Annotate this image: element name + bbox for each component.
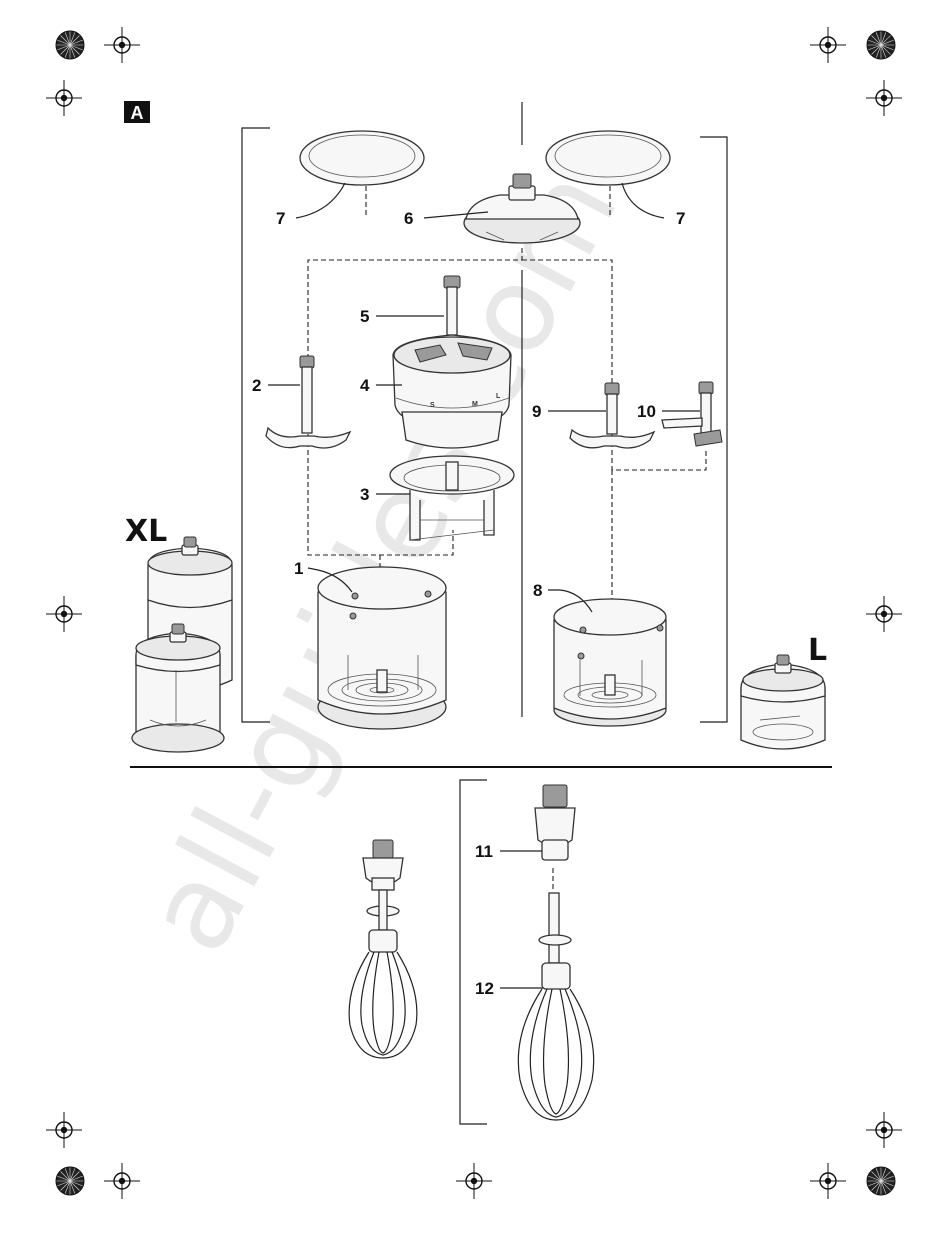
callout-11: 11 — [475, 842, 493, 861]
assembled-xl — [132, 537, 232, 752]
slicing-attachment: S M L — [393, 335, 511, 448]
size-label-l: L — [808, 633, 827, 668]
bowl-xl — [318, 567, 446, 729]
whisk-small — [349, 840, 417, 1058]
registration-crosshair-icon — [46, 596, 82, 632]
ice-crusher-blade — [662, 382, 722, 446]
registration-crosshair-icon — [866, 596, 902, 632]
callout-10: 10 — [637, 402, 656, 421]
sealing-lid-left — [300, 131, 424, 185]
registration-crosshair-icon — [104, 1163, 140, 1199]
registration-sunburst-icon — [56, 1167, 84, 1195]
callout-9: 9 — [532, 402, 541, 421]
sealing-lid-right — [546, 131, 670, 185]
coupling-shaft — [444, 276, 460, 335]
registration-crosshair-icon — [810, 1163, 846, 1199]
registration-crosshair-icon — [104, 27, 140, 63]
callout-1: 1 — [294, 559, 303, 578]
registration-crosshair-icon — [46, 1112, 82, 1148]
registration-sunburst-icon — [867, 1167, 895, 1195]
callout-4: 4 — [360, 376, 370, 395]
registration-crosshair-icon — [810, 27, 846, 63]
assembled-l — [741, 655, 825, 749]
callout-8: 8 — [533, 581, 542, 600]
callout-6: 6 — [404, 209, 413, 228]
callout-12: 12 — [475, 979, 494, 998]
dial-mark-l: L — [496, 393, 501, 400]
dial-mark-m: M — [472, 401, 478, 408]
registration-crosshair-icon — [866, 1112, 902, 1148]
bowl-l — [554, 599, 666, 726]
registration-sunburst-icon — [867, 31, 895, 59]
figure-tag: A — [124, 101, 150, 123]
size-label-xl: XL — [125, 514, 167, 549]
registration-crosshair-icon — [456, 1163, 492, 1199]
callout-3: 3 — [360, 485, 369, 504]
registration-sunburst-icon — [56, 31, 84, 59]
whisk — [518, 893, 593, 1120]
callout-7b: 7 — [676, 209, 685, 228]
registration-crosshair-icon — [866, 80, 902, 116]
registration-crosshair-icon — [46, 80, 82, 116]
svg-text:A: A — [131, 103, 144, 123]
whisk-gear — [535, 785, 575, 860]
callout-2: 2 — [252, 376, 261, 395]
callout-7a: 7 — [276, 209, 285, 228]
dial-mark-s: S — [430, 402, 435, 409]
callout-5: 5 — [360, 307, 369, 326]
